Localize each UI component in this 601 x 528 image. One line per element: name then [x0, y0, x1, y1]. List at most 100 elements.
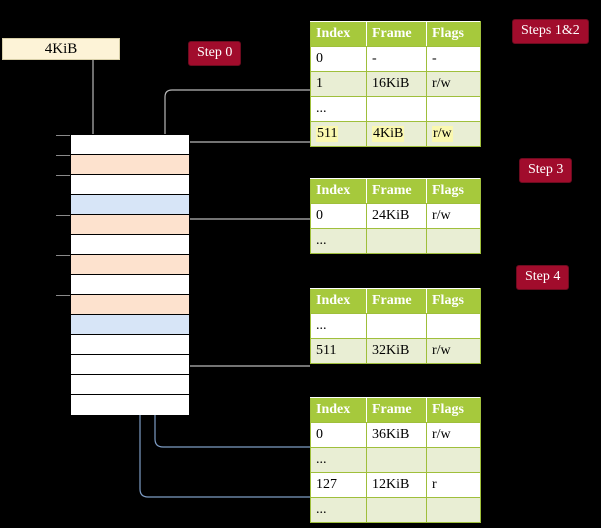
table-cell-frame: 24KiB [366, 203, 427, 229]
column-header-flags: Flags [426, 397, 481, 423]
memory-frame-row-3 [71, 195, 189, 215]
table-cell-frame: - [366, 46, 427, 72]
highlighted-value: 4KiB [372, 126, 405, 142]
column-header-frame: Frame [366, 21, 427, 47]
grid-tick [56, 255, 70, 256]
memory-frame-row-1 [71, 155, 189, 175]
table-cell-frame [366, 96, 427, 122]
grid-tick [56, 175, 70, 176]
table-row: ... [310, 228, 481, 254]
table-row: ... [310, 497, 481, 523]
memory-frame-row-10 [71, 335, 189, 355]
badge-step-0-label: Step 0 [197, 45, 233, 60]
memory-frame-row-5 [71, 235, 189, 255]
table-cell-flags [426, 228, 481, 254]
table-row: ... [310, 447, 481, 473]
column-header-frame: Frame [366, 178, 427, 204]
grid-tick [56, 155, 70, 156]
table-cell-index: 0 [310, 422, 367, 448]
table-row: ... [310, 96, 481, 122]
table-cell-frame: 32KiB [366, 338, 427, 364]
table-cell-index: 0 [310, 46, 367, 72]
source-frame-label: 4KiB [44, 40, 78, 57]
highlighted-value: r/w [432, 126, 453, 142]
memory-frame-row-8 [71, 295, 189, 315]
table-cell-index: ... [310, 497, 367, 523]
table-cell-index: ... [310, 447, 367, 473]
column-header-index: Index [310, 397, 367, 423]
badge-step-3: Step 3 [519, 158, 573, 183]
memory-frame-row-0 [71, 135, 189, 155]
table-cell-frame: 4KiB [366, 121, 427, 147]
memory-frame-row-9 [71, 315, 189, 335]
table-cell-flags [426, 313, 481, 339]
table-cell-frame: 16KiB [366, 71, 427, 97]
column-header-flags: Flags [426, 21, 481, 47]
grid-tick [56, 135, 70, 136]
wire-pml4-entry511-to-grid [171, 141, 310, 226]
memory-frame-row-2 [71, 175, 189, 195]
memory-frame-row-6 [71, 255, 189, 275]
column-header-index: Index [310, 178, 367, 204]
memory-frame-row-11 [71, 355, 189, 375]
table-row: ... [310, 313, 481, 339]
badge-steps-1-2: Steps 1&2 [512, 19, 589, 44]
badge-step-3-label: Step 3 [528, 162, 564, 177]
table-cell-flags [426, 447, 481, 473]
column-header-index: Index [310, 21, 367, 47]
table-cell-index: 511 [310, 121, 367, 147]
table-cell-index: ... [310, 96, 367, 122]
table-cell-frame [366, 228, 427, 254]
column-header-index: Index [310, 288, 367, 314]
table-cell-frame [366, 497, 427, 523]
badge-steps-1-2-label: Steps 1&2 [521, 23, 580, 38]
table-cell-flags [426, 96, 481, 122]
table-cell-flags: r [426, 472, 481, 498]
table-cell-frame [366, 313, 427, 339]
table-cell-flags: r/w [426, 338, 481, 364]
wire-pdpt-entry0-to-grid [179, 218, 310, 271]
badge-step-0: Step 0 [188, 41, 242, 66]
table-cell-flags: r/w [426, 121, 481, 147]
grid-tick [56, 215, 70, 216]
memory-frame-row-4 [71, 215, 189, 235]
badge-step-4-label: Step 4 [525, 269, 561, 284]
column-header-flags: Flags [426, 178, 481, 204]
source-frame-box: 4KiB [2, 38, 120, 60]
table-cell-flags: r/w [426, 71, 481, 97]
table-cell-frame: 12KiB [366, 472, 427, 498]
table-cell-frame: 36KiB [366, 422, 427, 448]
wire-pd-entry511-to-grid [173, 316, 310, 367]
table-cell-index: 1 [310, 71, 367, 97]
table-cell-flags [426, 497, 481, 523]
table-cell-frame [366, 447, 427, 473]
column-header-frame: Frame [366, 288, 427, 314]
table-cell-flags: r/w [426, 422, 481, 448]
table-row: 511 4KiB r/w [310, 121, 481, 147]
memory-frame-row-13 [71, 395, 189, 415]
grid-tick [56, 295, 70, 296]
memory-frame-row-7 [71, 275, 189, 295]
table-cell-index: 127 [310, 472, 367, 498]
memory-frame-grid [70, 134, 190, 415]
table-cell-index: ... [310, 313, 367, 339]
column-header-flags: Flags [426, 288, 481, 314]
table-row: 0-- [310, 46, 481, 72]
table-cell-index: 0 [310, 203, 367, 229]
table-cell-index: 511 [310, 338, 367, 364]
column-header-frame: Frame [366, 397, 427, 423]
highlighted-value: 511 [316, 126, 339, 142]
